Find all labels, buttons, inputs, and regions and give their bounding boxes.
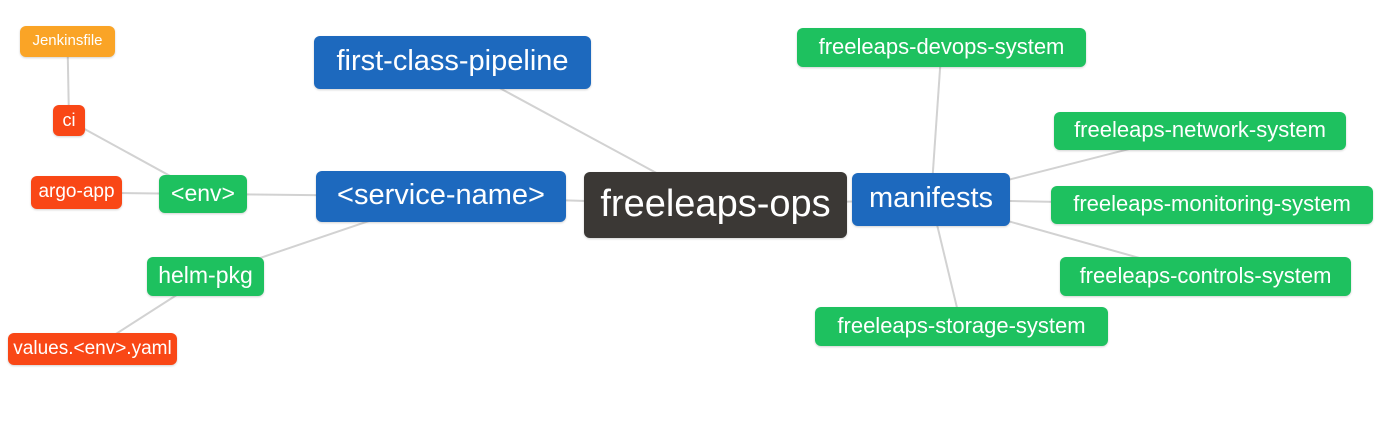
node-env[interactable]: <env> — [159, 175, 247, 213]
node-values-env-yaml[interactable]: values.<env>.yaml — [8, 333, 177, 365]
node-label: freeleaps-network-system — [1074, 117, 1326, 142]
node-ci[interactable]: ci — [53, 105, 85, 136]
node-devops-system[interactable]: freeleaps-devops-system — [797, 28, 1086, 67]
node-label: freeleaps-ops — [600, 183, 831, 225]
node-label: first-class-pipeline — [336, 45, 569, 77]
node-label: <env> — [171, 179, 235, 206]
node-label: values.<env>.yaml — [13, 337, 172, 359]
node-label: <service-name> — [337, 179, 545, 211]
node-label: freeleaps-controls-system — [1079, 262, 1332, 288]
node-service-name[interactable]: <service-name> — [316, 171, 566, 222]
node-label: helm-pkg — [158, 262, 253, 288]
node-label: freeleaps-storage-system — [837, 312, 1086, 338]
node-network-system[interactable]: freeleaps-network-system — [1054, 112, 1346, 150]
node-controls-system[interactable]: freeleaps-controls-system — [1060, 257, 1351, 296]
node-label: freeleaps-devops-system — [818, 33, 1065, 59]
node-label: ci — [62, 109, 76, 130]
node-first-class-pipeline[interactable]: first-class-pipeline — [314, 36, 591, 89]
node-monitoring-system[interactable]: freeleaps-monitoring-system — [1051, 186, 1373, 224]
node-label: Jenkinsfile — [32, 32, 103, 49]
node-helm-pkg[interactable]: helm-pkg — [147, 257, 264, 296]
node-freeleaps-ops[interactable]: freeleaps-ops — [584, 172, 847, 238]
node-manifests[interactable]: manifests — [852, 173, 1010, 226]
node-jenkinsfile[interactable]: Jenkinsfile — [20, 26, 115, 57]
node-argo-app[interactable]: argo-app — [31, 176, 122, 209]
node-label: freeleaps-monitoring-system — [1073, 191, 1351, 216]
node-label: manifests — [868, 182, 994, 214]
node-storage-system[interactable]: freeleaps-storage-system — [815, 307, 1108, 346]
node-label: argo-app — [38, 181, 115, 202]
